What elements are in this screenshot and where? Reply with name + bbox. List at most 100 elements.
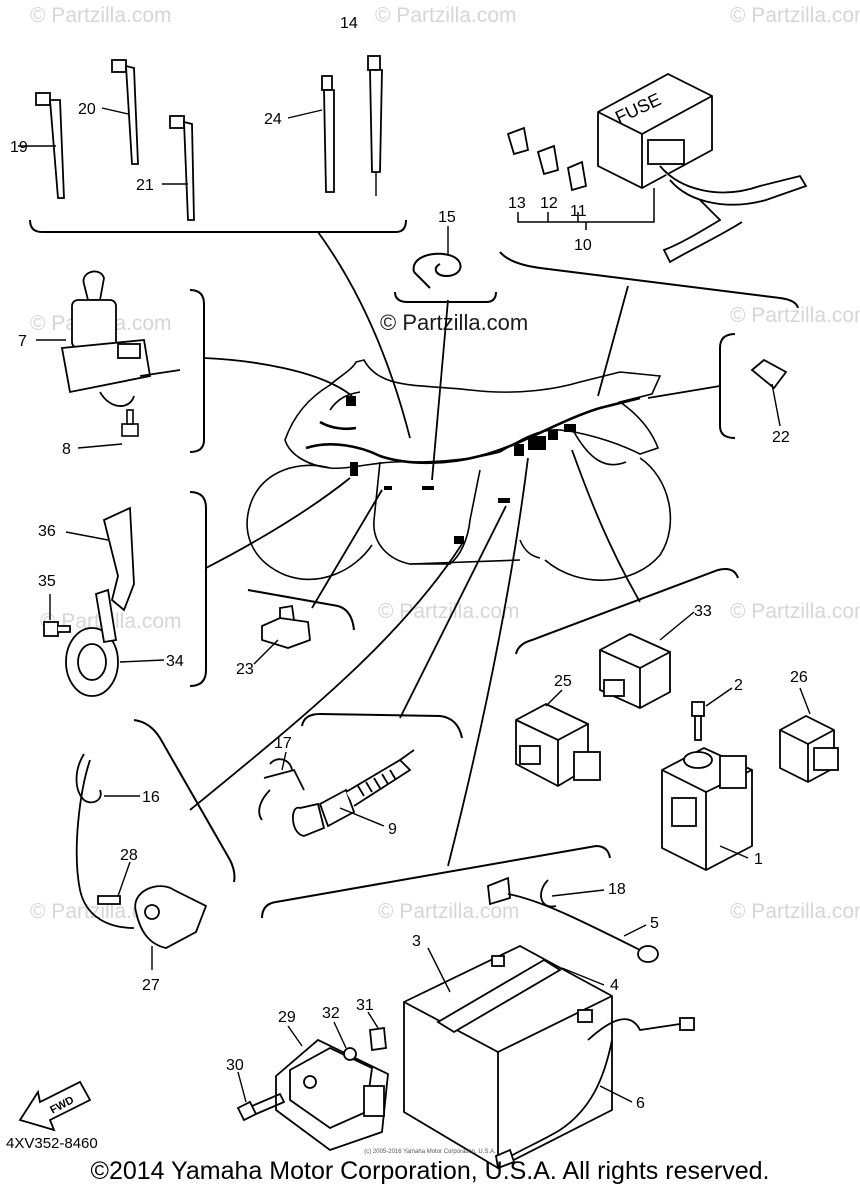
- callout-30: 30: [226, 1057, 244, 1074]
- battery-assembly: [403, 876, 695, 1170]
- callout-leaders: [18, 107, 811, 1103]
- callout-36: 36: [38, 523, 56, 540]
- fuse-leader: [517, 188, 655, 230]
- callout-16: 16: [142, 789, 160, 806]
- fuse-harness-branch: [662, 199, 743, 264]
- callout-7: 7: [18, 333, 27, 350]
- watermark-text: © Partzilla.com: [30, 4, 172, 27]
- watermark-text: © Partzilla.com: [730, 900, 860, 923]
- callout-10: 10: [574, 237, 592, 254]
- switch-key-head: [82, 270, 105, 301]
- callout-27: 27: [142, 977, 160, 994]
- leader-battery: [447, 457, 529, 867]
- fuse-box-assembly: FUSE: [506, 72, 808, 264]
- engine-outline: [373, 461, 481, 565]
- bracket-battery: [261, 844, 611, 919]
- leader-sensor: [399, 505, 507, 719]
- washer-32: [343, 1047, 357, 1061]
- bracket-fuse: [499, 251, 799, 309]
- watermark-text: © Partzilla.com: [730, 304, 860, 327]
- callout-33: 33: [694, 603, 712, 620]
- callout-8: 8: [62, 441, 71, 458]
- callout-35: 35: [38, 573, 56, 590]
- rear-detail: [573, 431, 627, 466]
- harness-connector: [384, 486, 392, 490]
- sidestand-switch: [75, 753, 208, 949]
- diagram-part-code: 4XV352-8460: [6, 1135, 98, 1152]
- callout-24: 24: [264, 111, 282, 128]
- rear-wheel: [544, 457, 672, 581]
- horn-bracket-36: [102, 506, 135, 612]
- battery-band-4: [436, 958, 562, 1034]
- starter-relay: [661, 701, 753, 872]
- callout-29: 29: [278, 1009, 296, 1026]
- front-wheel: [246, 464, 373, 581]
- watermark-text: © Partzilla.com: [730, 600, 860, 623]
- watermark-text: © Partzilla.com: [730, 4, 860, 27]
- bracket-23: [247, 589, 355, 631]
- harness-branch: [319, 420, 357, 431]
- leader-relays: [571, 449, 641, 603]
- harness-connector: [454, 536, 464, 544]
- callout-34: 34: [166, 653, 184, 670]
- cable-tie-24: [321, 75, 335, 193]
- harness-connector: [498, 498, 510, 503]
- callout-19: 19: [10, 139, 28, 156]
- swingarm: [519, 539, 541, 559]
- callout-14: 14: [340, 15, 358, 32]
- copyright-notice: ©2014 Yamaha Motor Corporation, U.S.A. A…: [90, 1157, 770, 1185]
- rectifier-assembly: [236, 1026, 389, 1152]
- leader-ties: [317, 231, 411, 439]
- fuse-harness: [659, 165, 808, 206]
- bolt-8: [121, 409, 139, 437]
- center-watermark: © Partzilla.com: [380, 310, 528, 335]
- callout-26: 26: [790, 669, 808, 686]
- bracket-sensor: [301, 712, 463, 739]
- horn-34: [65, 627, 119, 697]
- relay-25-plug: [573, 751, 601, 781]
- group-leaders: [189, 231, 721, 867]
- callout-5: 5: [650, 915, 659, 932]
- bracket-horn: [189, 491, 207, 687]
- harness-connector: [528, 436, 546, 450]
- horn-assembly: [43, 506, 135, 697]
- bracket-22: [719, 333, 736, 439]
- watermark-text: © Partzilla.com: [378, 900, 520, 923]
- clamp-16: [75, 753, 102, 804]
- bracket-switch: [189, 289, 205, 453]
- leader-switch: [203, 357, 353, 397]
- nut-31: [369, 1026, 387, 1052]
- cable-6: [587, 1018, 681, 1041]
- sidestand-switch-27: [134, 885, 208, 949]
- relay-33: [599, 632, 671, 710]
- group-brackets: [29, 219, 799, 919]
- fuse-13: [506, 126, 530, 156]
- bracket-relays: [515, 568, 739, 655]
- fuse-12: [536, 144, 560, 176]
- leader-sidestand: [189, 543, 463, 811]
- harness-connectors: [346, 396, 576, 544]
- harness-connector: [422, 486, 434, 490]
- callout-25: 25: [554, 673, 572, 690]
- leader-fuse: [597, 285, 629, 397]
- sidestand-wire: [75, 759, 135, 929]
- harness-connector: [548, 430, 558, 440]
- callout-31: 31: [356, 997, 374, 1014]
- harness-connector: [514, 444, 524, 456]
- callout-17: 17: [274, 735, 292, 752]
- callout-21: 21: [136, 177, 154, 194]
- fuse-11: [566, 160, 588, 192]
- watermark-text: © Partzilla.com: [378, 600, 520, 623]
- motorcycle-outline: [246, 359, 672, 581]
- callout-18: 18: [608, 881, 626, 898]
- cable-tie-14: [367, 55, 383, 173]
- sensor-9-body: [292, 802, 326, 837]
- main-switch: [60, 270, 181, 407]
- rectifier-29: [275, 1038, 389, 1152]
- callout-12: 12: [540, 195, 558, 212]
- callout-6: 6: [636, 1095, 645, 1112]
- small-copyright: (c) 2005-2016 Yamaha Motor Corporation, …: [364, 1149, 496, 1155]
- cable-tie-19: [35, 92, 65, 199]
- fairing-detail: [329, 391, 361, 411]
